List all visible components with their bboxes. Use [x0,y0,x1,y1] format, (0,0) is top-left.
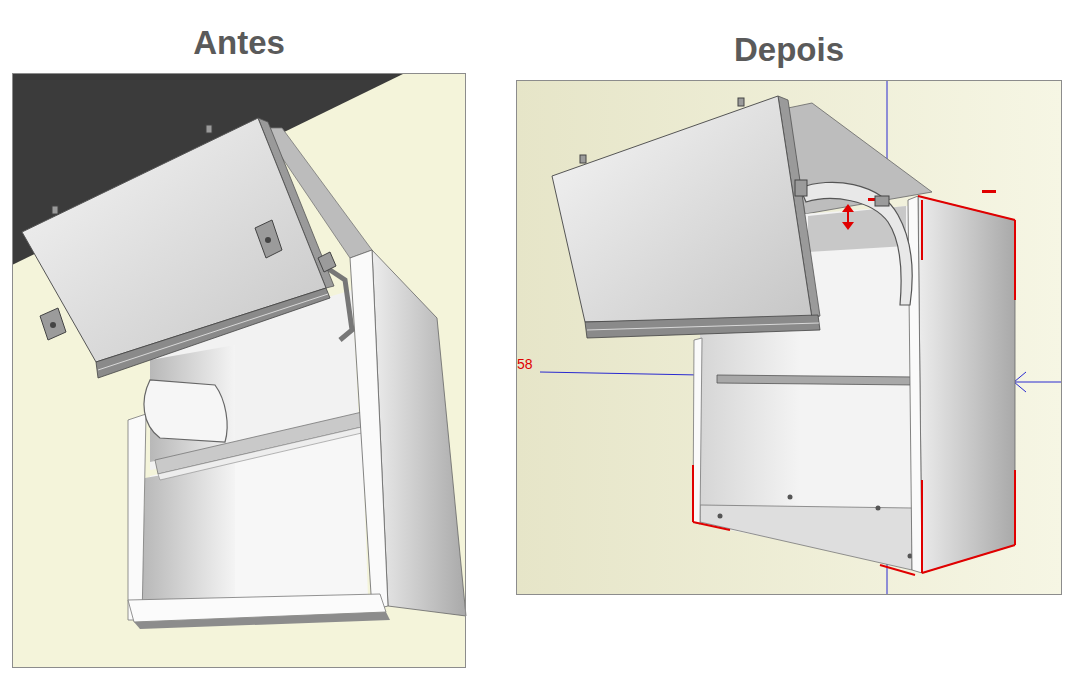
dimension-number: 58 [517,357,533,371]
image-panel: Depois [516,80,1062,595]
panel-heading: Depois [517,31,1061,69]
panel-heading: Antes [13,24,465,62]
image-panel: Antes [12,73,466,668]
after-scene [516,80,1062,595]
before-scene [12,73,466,668]
